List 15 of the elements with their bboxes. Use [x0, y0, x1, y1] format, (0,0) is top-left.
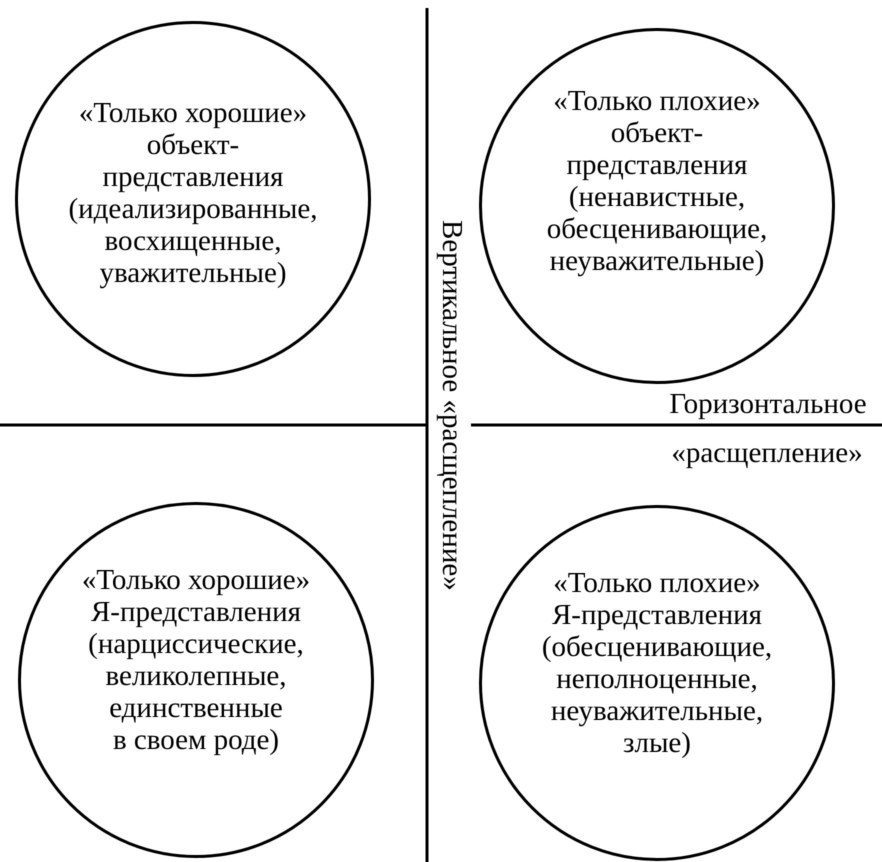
- representation-title: «Только хорошие» Я-представления: [80, 564, 312, 628]
- representation-title: «Только плохие» объект-представления: [552, 85, 762, 181]
- representation-description: (ненавистные, обесценивающие, неуважительные): [546, 181, 768, 277]
- divider-label: Горизонтальное: [669, 388, 867, 420]
- divider-label: «расщепление»: [671, 437, 863, 469]
- representation-description: (обесценивающие, неполноценные, неуважительные, злые): [540, 631, 774, 759]
- representation-circle: [18, 502, 374, 858]
- representation-circle: [479, 505, 835, 861]
- representation-description: (идеализированные, восхищенные, уважительные): [67, 193, 319, 289]
- representation-circle: [15, 21, 371, 377]
- representation-circle: [479, 28, 835, 384]
- representation-title: «Только хорошие» объект-представления: [78, 97, 308, 193]
- representation-title: «Только плохие» Я-представления: [550, 567, 764, 631]
- representation-description: (нарциссические, великолепные, единственные в своем роде): [87, 628, 305, 756]
- divider-label: Вертикальное «расщепление»: [437, 220, 466, 591]
